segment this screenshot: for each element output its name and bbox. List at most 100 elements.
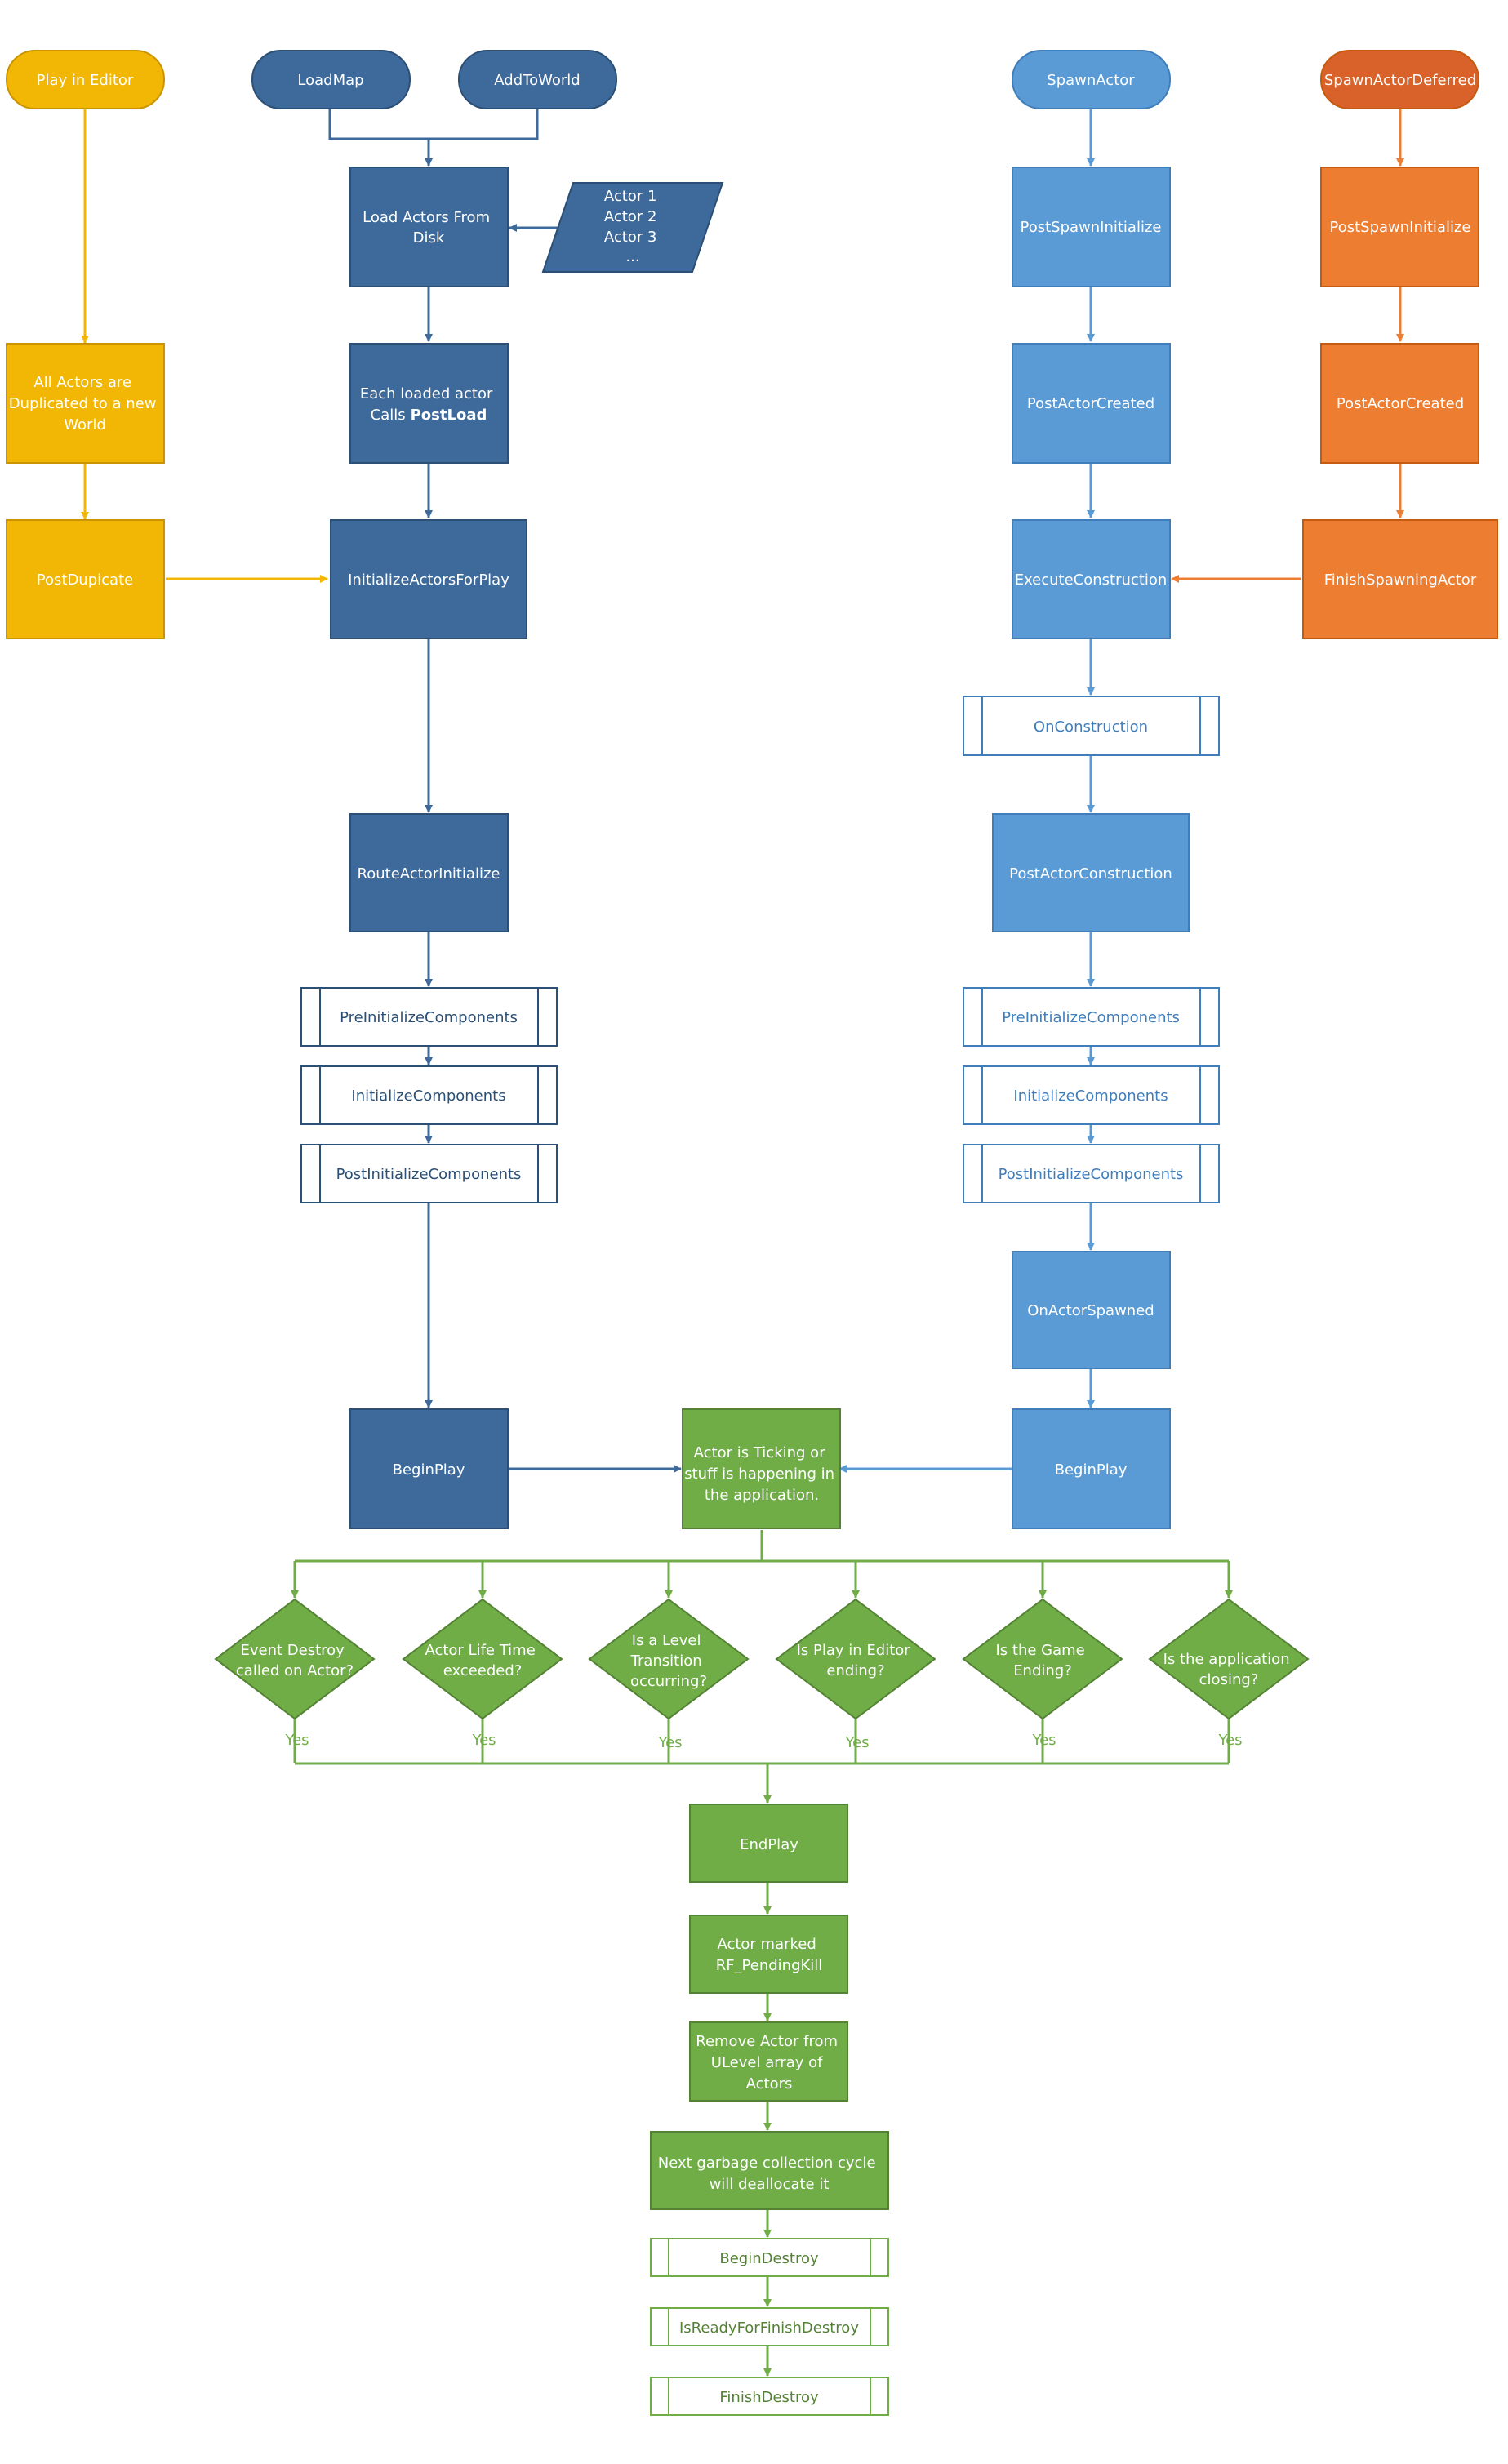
each-loaded-actor-line-2: Calls (371, 407, 406, 424)
decision-application-closing-line-1: Is the application (1163, 1651, 1290, 1668)
add-to-world-label: AddToWorld (494, 72, 580, 89)
decision-level-transition: Is a Level Transition occurring? Yes (588, 1598, 750, 1751)
decision-game-ending: Is the Game Ending? Yes (962, 1598, 1123, 1749)
decision-level-transition-line-2: Transition (630, 1652, 702, 1670)
decision-life-time-line-1: Actor Life Time (425, 1642, 535, 1659)
on-construction-node: OnConstruction (963, 696, 1220, 756)
decision-life-time-line-2: exceeded? (443, 1662, 523, 1679)
actor-ticking-line-3: the application. (705, 1487, 819, 1504)
load-begin-play-label: BeginPlay (393, 1461, 465, 1479)
spawn-post-initialize-components-node: PostInitializeComponents (963, 1144, 1220, 1203)
decision-level-transition-yes: Yes (657, 1734, 682, 1751)
deferred-post-spawn-initialize-node: PostSpawnInitialize (1320, 167, 1479, 287)
actor-list-item-1: Actor 1 (604, 188, 657, 205)
load-begin-play-node: BeginPlay (349, 1408, 509, 1529)
svg-text:Is the application closi: Is the application closing? (1163, 1651, 1295, 1688)
spawn-begin-play-node: BeginPlay (1012, 1408, 1171, 1529)
decision-game-ending-line-2: Ending? (1013, 1662, 1072, 1679)
play-in-editor-node: Play in Editor (6, 50, 165, 109)
remove-actor-line-2: ULevel array of (711, 2054, 823, 2071)
actor-ticking-line-1: Actor is Ticking or (694, 1444, 826, 1461)
svg-text:Remove Actor from ULevel: Remove Actor from ULevel array of Actors (696, 2033, 842, 2093)
route-actor-initialize-label: RouteActorInitialize (358, 865, 500, 883)
remove-actor-node: Remove Actor from ULevel array of Actors (689, 2021, 848, 2102)
garbage-collection-node: Next garbage collection cycle will deall… (650, 2131, 889, 2210)
svg-text:Load Actors From Disk: Load Actors From Disk (363, 209, 495, 247)
load-actors-line-2: Disk (413, 229, 445, 247)
is-ready-for-finish-destroy-node: IsReadyForFinishDestroy (650, 2307, 889, 2346)
decision-play-in-editor-ending: Is Play in Editor ending? Yes (775, 1598, 936, 1751)
svg-text:Next garbage collection cycle: Next garbage collection cycle will deall… (658, 2155, 881, 2193)
deferred-post-spawn-initialize-label: PostSpawnInitialize (1329, 219, 1470, 236)
deferred-post-actor-created-label: PostActorCreated (1337, 395, 1464, 412)
is-ready-for-finish-destroy-label: IsReadyForFinishDestroy (679, 2319, 859, 2337)
decision-play-in-editor-ending-line-1: Is Play in Editor (797, 1642, 911, 1659)
spawn-post-actor-created-label: PostActorCreated (1027, 395, 1154, 412)
all-actors-duplicated-line-3: World (64, 416, 106, 434)
decision-application-closing-line-2: closing? (1199, 1671, 1259, 1688)
spawn-pre-initialize-components-node: PreInitializeComponents (963, 987, 1220, 1047)
spawn-post-initialize-components-label: PostInitializeComponents (999, 1166, 1184, 1183)
finish-spawning-actor-node: FinishSpawningActor (1302, 519, 1498, 639)
actor-list-data-node: Actor 1 Actor 2 Actor 3 ... (541, 182, 724, 273)
decision-play-in-editor-ending-yes: Yes (844, 1734, 869, 1751)
load-pre-initialize-components-node: PreInitializeComponents (300, 987, 558, 1047)
spawn-initialize-components-label: InitializeComponents (1013, 1087, 1168, 1105)
actor-list-item-3: Actor 3 (604, 229, 657, 246)
each-loaded-actor-node: Each loaded actor Calls PostLoad (349, 343, 509, 464)
on-construction-label: OnConstruction (1034, 718, 1148, 736)
decision-game-ending-yes: Yes (1031, 1732, 1056, 1749)
begin-destroy-node: BeginDestroy (650, 2238, 889, 2277)
on-actor-spawned-label: OnActorSpawned (1027, 1302, 1154, 1319)
execute-construction-node: ExecuteConstruction (1012, 519, 1171, 639)
actor-list-item-2: Actor 2 (604, 208, 657, 225)
finish-destroy-node: FinishDestroy (650, 2377, 889, 2416)
spawn-begin-play-label: BeginPlay (1055, 1461, 1128, 1479)
load-map-node: LoadMap (251, 50, 411, 109)
svg-text:Actor Life Time exceeded: Actor Life Time exceeded? (425, 1642, 540, 1679)
decision-life-time: Actor Life Time exceeded? Yes (402, 1598, 563, 1749)
spawn-actor-deferred-label: SpawnActorDeferred (1324, 72, 1476, 89)
post-actor-construction-label: PostActorConstruction (1009, 865, 1172, 883)
spawn-post-spawn-initialize-label: PostSpawnInitialize (1020, 219, 1161, 236)
load-post-initialize-components-label: PostInitializeComponents (336, 1166, 522, 1183)
svg-text:Actor is Ticking or stuf: Actor is Ticking or stuff is happening i… (684, 1444, 839, 1504)
spawn-post-actor-created-node: PostActorCreated (1012, 343, 1171, 464)
load-initialize-components-node: InitializeComponents (300, 1065, 558, 1125)
decision-level-transition-line-1: Is a Level (632, 1632, 701, 1649)
all-actors-duplicated-line-1: All Actors are (33, 374, 131, 391)
post-actor-construction-node: PostActorConstruction (992, 813, 1190, 932)
spawn-pre-initialize-components-label: PreInitializeComponents (1002, 1009, 1180, 1026)
spawn-post-spawn-initialize-node: PostSpawnInitialize (1012, 167, 1171, 287)
post-dupicate-label: PostDupicate (37, 572, 133, 589)
svg-text:Actor 1 Actor 2 Ac: Actor 1 Actor 2 Actor 3 ... (604, 188, 661, 265)
svg-text:Event Destroy called on: Event Destroy called on Actor? (236, 1642, 354, 1679)
svg-text:All Actors are Duplicate: All Actors are Duplicated to a new World (9, 374, 161, 434)
actor-marked-node: Actor marked RF_PendingKill (689, 1915, 848, 1994)
on-actor-spawned-node: OnActorSpawned (1012, 1251, 1171, 1369)
execute-construction-label: ExecuteConstruction (1015, 572, 1168, 589)
all-actors-duplicated-line-2: Duplicated to a new (9, 395, 157, 412)
decision-life-time-yes: Yes (471, 1732, 496, 1749)
load-actors-line-1: Load Actors From (363, 209, 490, 226)
each-loaded-actor-line-1: Each loaded actor (360, 385, 493, 403)
post-dupicate-node: PostDupicate (6, 519, 165, 639)
decision-play-in-editor-ending-line-2: ending? (826, 1662, 884, 1679)
load-initialize-components-label: InitializeComponents (351, 1087, 505, 1105)
actor-ticking-line-2: stuff is happening in (684, 1466, 834, 1483)
load-post-initialize-components-node: PostInitializeComponents (300, 1144, 558, 1203)
decision-level-transition-line-3: occurring? (630, 1673, 707, 1690)
garbage-collection-line-1: Next garbage collection cycle (658, 2155, 876, 2172)
decision-game-ending-line-1: Is the Game (996, 1642, 1085, 1659)
all-actors-duplicated-node: All Actors are Duplicated to a new World (6, 343, 165, 464)
decision-event-destroy: Event Destroy called on Actor? Yes (214, 1598, 376, 1749)
post-load-label: PostLoad (411, 407, 487, 424)
route-actor-initialize-node: RouteActorInitialize (349, 813, 509, 932)
spawn-actor-deferred-node: SpawnActorDeferred (1320, 50, 1479, 109)
garbage-collection-line-2: will deallocate it (710, 2176, 830, 2193)
remove-actor-line-1: Remove Actor from (696, 2033, 838, 2050)
initialize-actors-for-play-node: InitializeActorsForPlay (330, 519, 527, 639)
load-pre-initialize-components-label: PreInitializeComponents (340, 1009, 518, 1026)
